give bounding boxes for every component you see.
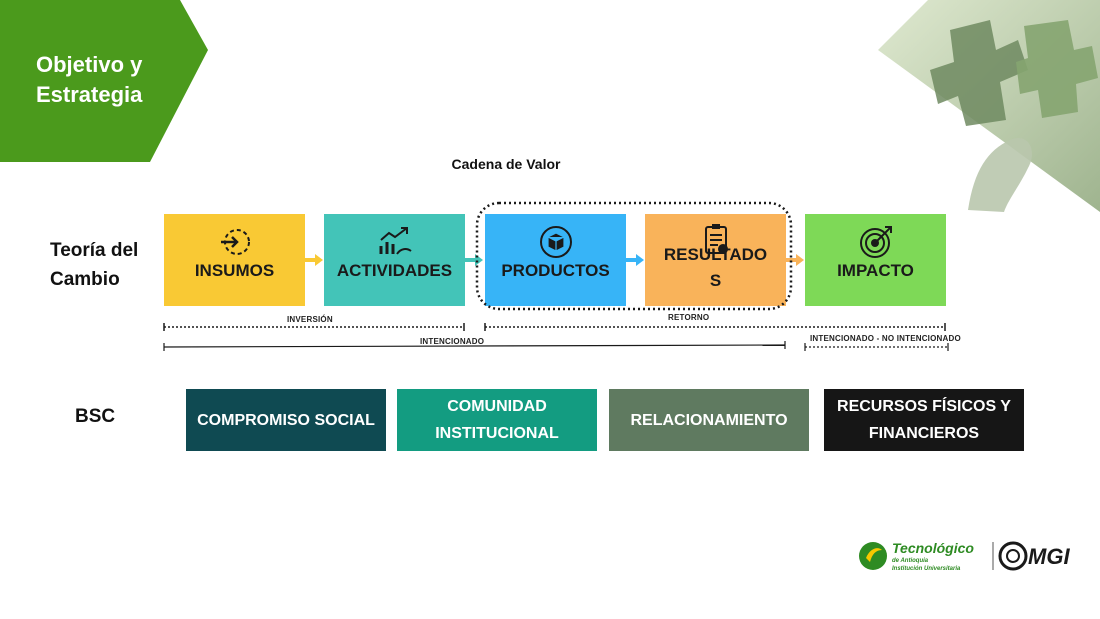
bsc-item-label: RELACIONAMIENTO — [630, 411, 788, 429]
stage-impacto: IMPACTO — [805, 214, 946, 306]
intencionado-label: INTENCIONADO — [420, 337, 485, 346]
bsc-recursos: RECURSOS FÍSICOS Y FINANCIEROS — [824, 389, 1024, 451]
checklist-icon — [704, 224, 728, 254]
bsc-item-label: RECURSOS FÍSICOS Y FINANCIEROS — [837, 398, 1011, 442]
stage-label: RESULTADO S — [664, 242, 767, 294]
bsc-label: BSC — [75, 406, 116, 427]
tda-tag: Institución Universitaria — [892, 566, 961, 572]
puzzle-hand-image — [878, 0, 1100, 212]
institution-logos: Tecnológico de Antioquia Institución Uni… — [858, 538, 1076, 574]
value-chain-highlight — [475, 201, 793, 311]
tda-sub: de Antioquia — [892, 558, 929, 564]
input-arrow-icon — [220, 229, 250, 255]
badge-shape — [0, 0, 208, 162]
stage-label: PRODUCTOS — [501, 261, 610, 280]
section-badge: Objetivo y Estrategia — [0, 0, 210, 162]
arrow-icon — [786, 254, 804, 266]
stage-label: INSUMOS — [194, 261, 275, 280]
theory-of-change-label: Teoría del Cambio — [50, 240, 139, 290]
target-icon — [859, 226, 892, 258]
inversion-label: INVERSIÓN — [287, 315, 333, 324]
stage-insumos: INSUMOS — [164, 214, 305, 306]
retorno-label: RETORNO — [668, 313, 710, 322]
bsc-item-label: COMUNIDAD INSTITUCIONAL — [435, 398, 559, 442]
stage-label: IMPACTO — [837, 261, 914, 280]
stage-actividades: ACTIVIDADES — [324, 214, 465, 306]
arrow-icon — [305, 254, 323, 266]
bsc-item-label: COMPROMISO SOCIAL — [197, 411, 375, 429]
stage-label-line1: RESULTADO — [663, 245, 768, 264]
brackets — [163, 323, 949, 351]
mgi-text: MGI — [1028, 544, 1070, 569]
growth-chart-icon — [379, 227, 412, 255]
bsc-compromiso-social: COMPROMISO SOCIAL — [186, 389, 386, 451]
intencionado-no-label: INTENCIONADO - NO INTENCIONADO — [810, 334, 961, 343]
logos-graphic: Tecnológico de Antioquia Institución Uni… — [859, 540, 1070, 572]
arrow-icon — [465, 254, 483, 266]
bsc-comunidad-institucional: COMUNIDAD INSTITUCIONAL — [397, 389, 597, 451]
product-box-icon — [539, 226, 572, 258]
section-title: Objetivo y Estrategia — [36, 52, 143, 107]
arrow-icon — [626, 254, 644, 266]
tda-name: Tecnológico — [892, 540, 974, 556]
value-chain-title: Cadena de Valor — [451, 156, 561, 172]
stage-label-line2: S — [709, 271, 722, 290]
stage-resultados: RESULTADO S — [645, 214, 786, 306]
bsc-relacionamiento: RELACIONAMIENTO — [609, 389, 809, 451]
stage-label: ACTIVIDADES — [336, 261, 453, 280]
stage-productos: PRODUCTOS — [485, 214, 626, 306]
